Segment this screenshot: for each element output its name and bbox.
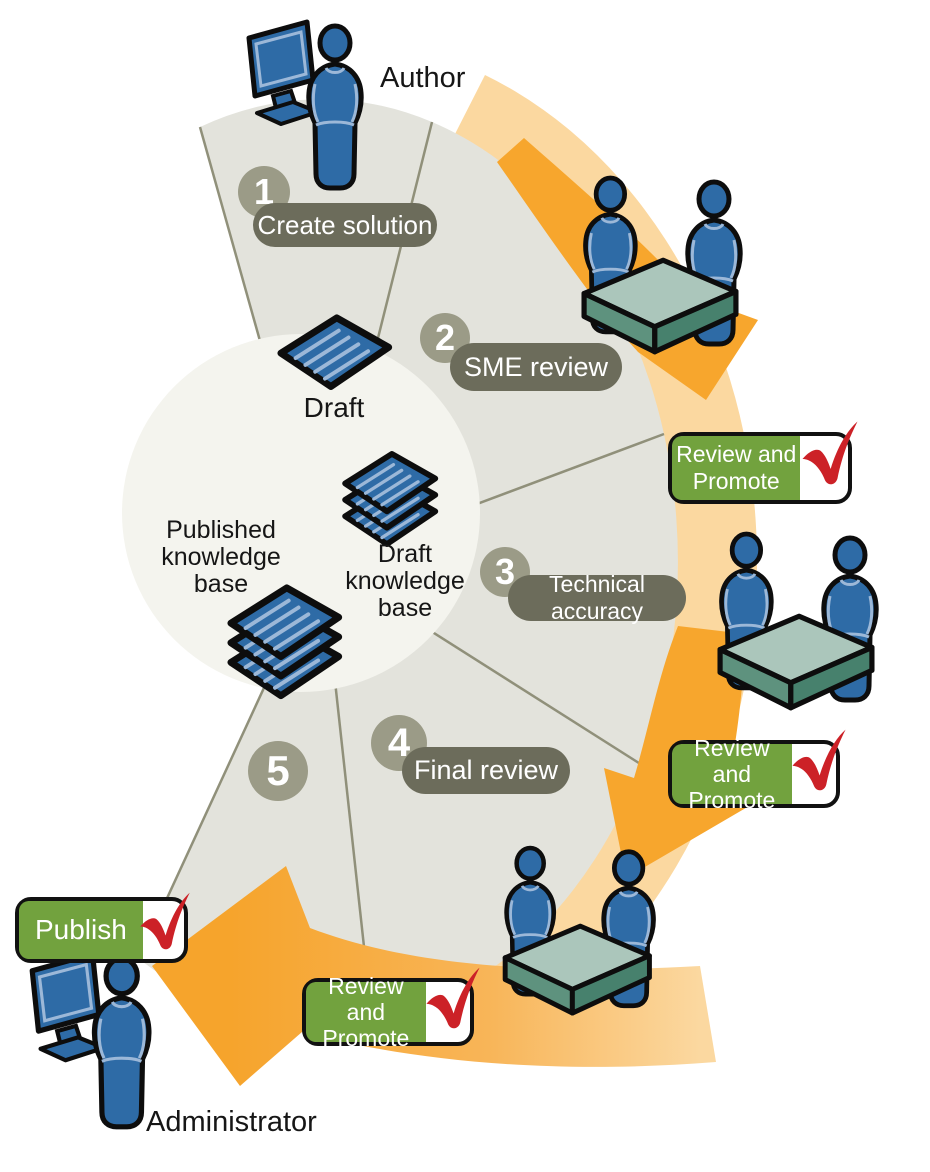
review-promote-button-3[interactable]: Review and Promote (302, 967, 480, 1051)
review-promote-button-1[interactable]: Review and Promote (668, 421, 858, 504)
hub-circle (122, 334, 480, 692)
review-promote-line2: Promote (688, 787, 776, 813)
checkmark-icon (802, 421, 858, 485)
flow-arrow-3 (152, 866, 716, 1086)
checkmark-icon (140, 892, 190, 950)
review-promote-line2: Promote (322, 1025, 410, 1051)
administrator-label: Administrator (146, 1106, 317, 1138)
step-5-number: 5 (248, 741, 308, 801)
published-knowledge-base-label: Published knowledge base (161, 516, 281, 598)
sector-3 (322, 434, 678, 765)
step-1-label-pill: Create solution (253, 203, 437, 247)
review-promote-line1: Review and (676, 441, 797, 467)
technical-reviewers-icon (720, 534, 876, 708)
step-2-label-pill: SME review (450, 343, 622, 391)
step-3-number: 3 (480, 547, 530, 597)
review-promote-button-2[interactable]: Review and Promote (668, 729, 846, 813)
checkmark-icon (426, 967, 480, 1029)
draft-label: Draft (303, 392, 365, 423)
step-4-label-pill: Final review (402, 747, 570, 794)
administrator-computer-icon (32, 954, 149, 1127)
review-promote-line1: Review and (328, 973, 404, 1025)
publish-label: Publish (34, 914, 127, 945)
publish-button[interactable]: Publish (15, 892, 190, 963)
checkmark-icon (792, 729, 846, 791)
author-label: Author (380, 62, 466, 94)
draft-knowledge-base-label: Draft knowledge base (345, 540, 465, 622)
step-3-label-pill: Technical accuracy (508, 571, 686, 624)
sme-reviewers-icon (584, 178, 740, 352)
review-promote-line1: Review and (694, 735, 770, 787)
review-promote-line2: Promote (692, 468, 780, 494)
